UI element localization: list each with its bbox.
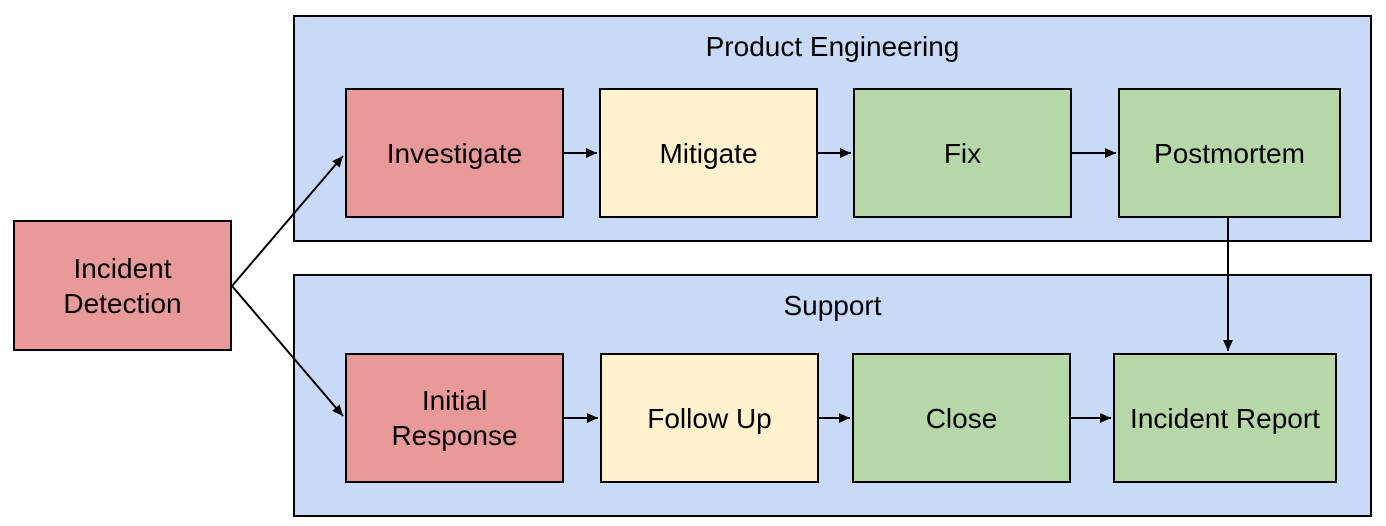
node-label: Initial Response [391, 385, 518, 451]
node-follow-up: Follow Up [600, 353, 819, 483]
node-initial-response: Initial Response [345, 353, 564, 483]
lane-support: Support Initial Response Follow Up Close… [293, 274, 1372, 517]
node-fix: Fix [853, 88, 1072, 218]
node-label: Close [925, 402, 998, 434]
node-mitigate: Mitigate [599, 88, 818, 218]
node-investigate: Investigate [345, 88, 564, 218]
node-label: Postmortem [1154, 137, 1305, 169]
node-incident-report: Incident Report [1113, 353, 1337, 483]
node-label: Incident Report [1130, 402, 1320, 434]
lane-product-engineering: Product Engineering Investigate Mitigate… [293, 15, 1372, 242]
node-close: Close [852, 353, 1071, 483]
lane-title-support: Support [783, 290, 882, 321]
node-label: Incident Detection [63, 252, 182, 319]
node-label: Mitigate [659, 137, 758, 169]
node-label: Investigate [386, 137, 523, 169]
node-label: Fix [943, 137, 982, 169]
node-postmortem: Postmortem [1118, 88, 1341, 218]
node-label: Follow Up [647, 402, 772, 434]
node-incident-detection: Incident Detection [13, 220, 232, 351]
lane-title-product-engineering: Product Engineering [705, 31, 960, 62]
